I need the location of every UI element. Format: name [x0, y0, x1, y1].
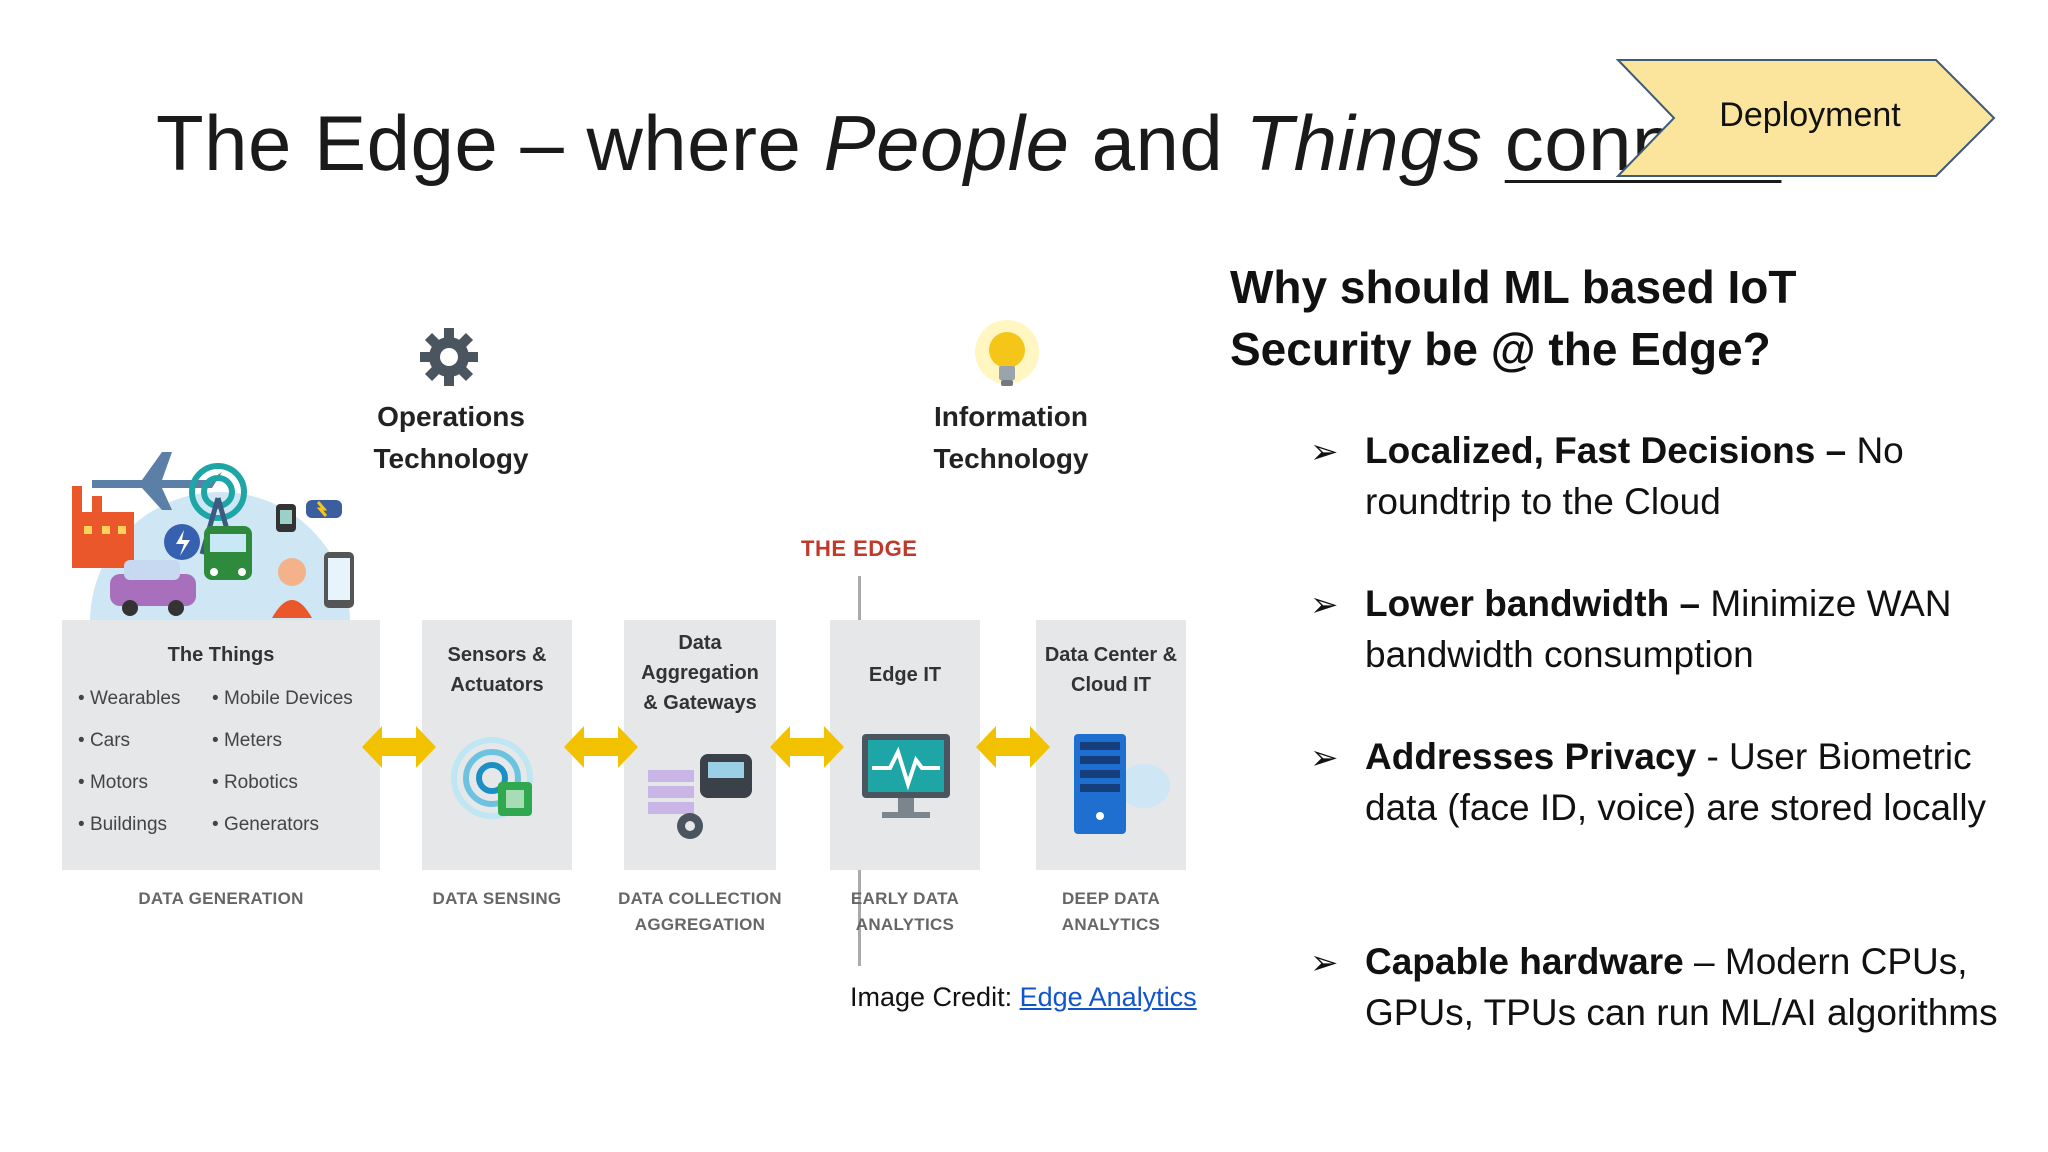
caption-early-analytics: EARLY DATA ANALYTICS: [830, 886, 980, 938]
double-arrow-icon: [564, 726, 638, 768]
caption-early-line1: EARLY DATA: [850, 889, 960, 908]
smartphone-icon: [324, 552, 354, 608]
image-credit: Image Credit: Edge Analytics: [850, 982, 1197, 1013]
sensor-signal-icon: [451, 737, 533, 819]
train-icon: [204, 526, 252, 580]
car-icon: [110, 560, 196, 616]
title-things: Things: [1245, 99, 1483, 187]
caption-data-sensing: DATA SENSING: [432, 889, 562, 908]
slide-title: The Edge – where People and Things conne…: [156, 98, 1781, 189]
things-item: • Wearables: [78, 688, 181, 709]
power-shield-icon: [164, 524, 200, 560]
point-text: Lower bandwidth – Minimize WAN bandwidth…: [1365, 578, 2005, 680]
things-item-text: Wearables: [89, 688, 181, 709]
aggregation-label-line2: Aggregation: [641, 662, 759, 684]
ot-heading-line2: Technology: [373, 443, 529, 474]
question-heading: Why should ML based IoT Security be @ th…: [1230, 261, 1797, 375]
arrow-bullet-icon: ➢: [1310, 944, 1339, 982]
title-text-2: and: [1069, 99, 1246, 187]
caption-deep-line1: DEEP DATA: [1061, 889, 1161, 908]
datacenter-label-line2: Cloud IT: [1071, 674, 1151, 696]
factory-icon: [72, 486, 134, 568]
edge-label: THE EDGE: [801, 536, 918, 561]
sensors-label-line1: Sensors &: [447, 644, 547, 666]
point-bold: Lower bandwidth –: [1365, 583, 1701, 624]
sensors-box: [422, 620, 572, 870]
drone-icon: [306, 500, 342, 518]
caption-early-line2: ANALYTICS: [855, 915, 955, 934]
ot-heading-line1: Operations: [377, 401, 525, 432]
double-arrow-icon: [770, 726, 844, 768]
point-bold: Addresses Privacy: [1365, 736, 1707, 777]
things-item: • Mobile Devices: [212, 688, 353, 709]
point-bold: Capable hardware: [1365, 941, 1684, 982]
point-text: Capable hardware – Modern CPUs, GPUs, TP…: [1365, 936, 2005, 1038]
caption-data-collection: DATA COLLECTION AGGREGATION: [600, 886, 800, 938]
things-item: • Cars: [78, 730, 131, 751]
title-text-1: The Edge – where: [156, 99, 824, 187]
things-item-text: Meters: [223, 730, 283, 751]
image-credit-prefix: Image Credit:: [850, 982, 1020, 1012]
things-box: [62, 620, 380, 870]
arrow-bullet-icon: ➢: [1310, 433, 1339, 471]
airplane-icon: [92, 452, 222, 510]
it-heading-line1: Information: [934, 401, 1088, 432]
smartwatch-icon: [276, 504, 296, 532]
lightbulb-icon: [975, 320, 1039, 386]
things-item: • Buildings: [78, 814, 168, 835]
things-item: • Generators: [212, 814, 319, 835]
caption-collection-line2: AGGREGATION: [634, 915, 766, 934]
things-item-text: Mobile Devices: [223, 688, 353, 709]
it-heading-line2: Technology: [933, 443, 1089, 474]
double-arrow-icon: [362, 726, 436, 768]
edge-diagram: Operations Technology Information Techno…: [56, 310, 1196, 990]
aggregation-label-line3: & Gateways: [643, 692, 757, 714]
ot-heading: Operations Technology: [366, 396, 536, 480]
server-cloud-icon: [1074, 734, 1170, 834]
arrow-bullet-icon: ➢: [1310, 739, 1339, 777]
caption-collection-line1: DATA COLLECTION: [618, 889, 782, 908]
datacenter-label-line1: Data Center &: [1044, 644, 1178, 666]
things-item-text: Motors: [89, 772, 149, 793]
things-item-text: Buildings: [89, 814, 168, 835]
deployment-badge-shape: [1616, 59, 1996, 177]
things-item: • Motors: [78, 772, 149, 793]
edge-analytics-link[interactable]: Edge Analytics: [1019, 982, 1197, 1012]
point-rest: Minimize WAN bandwidth consumption: [1365, 583, 1952, 675]
point-rest: – Modern CPUs, GPUs, TPUs can run ML/AI …: [1365, 941, 1998, 1033]
point-bold: Localized, Fast Decisions –: [1365, 430, 1847, 471]
title-people: People: [823, 99, 1070, 187]
deployment-badge-label: Deployment: [1719, 96, 1901, 134]
things-illustration: [72, 452, 354, 622]
gateway-icon: [648, 754, 752, 839]
things-item-text: Generators: [223, 814, 319, 835]
aggregation-label: Data Aggregation & Gateways: [624, 628, 776, 718]
monitor-icon: [862, 734, 950, 818]
things-item: • Robotics: [212, 772, 298, 793]
point-text: Localized, Fast Decisions – No roundtrip…: [1365, 425, 2005, 527]
datacenter-label: Data Center & Cloud IT: [1036, 640, 1186, 700]
point-rest: - User Biometric data (face ID, voice) a…: [1365, 736, 1987, 828]
double-arrow-icon: [976, 726, 1050, 768]
aggregation-label-line1: Data: [678, 632, 722, 654]
person-icon: [272, 558, 312, 618]
edge-it-label: Edge IT: [868, 664, 942, 686]
caption-deep-analytics: DEEP DATA ANALYTICS: [1036, 886, 1186, 938]
things-item-text: Cars: [89, 730, 131, 751]
point-text: Addresses Privacy - User Biometric data …: [1365, 731, 2005, 833]
sensors-label: Sensors & Actuators: [422, 640, 572, 700]
title-space: [1483, 99, 1505, 187]
things-item: • Meters: [212, 730, 283, 751]
gear-icon: [420, 328, 478, 386]
it-heading: Information Technology: [921, 396, 1101, 480]
point-rest: No roundtrip to the Cloud: [1365, 430, 1904, 522]
caption-data-generation: DATA GENERATION: [138, 889, 304, 908]
things-item-text: Robotics: [223, 772, 298, 793]
arrow-bullet-icon: ➢: [1310, 586, 1339, 624]
things-title: The Things: [167, 644, 275, 666]
sensors-label-line2: Actuators: [450, 674, 544, 696]
caption-deep-line2: ANALYTICS: [1061, 915, 1161, 934]
